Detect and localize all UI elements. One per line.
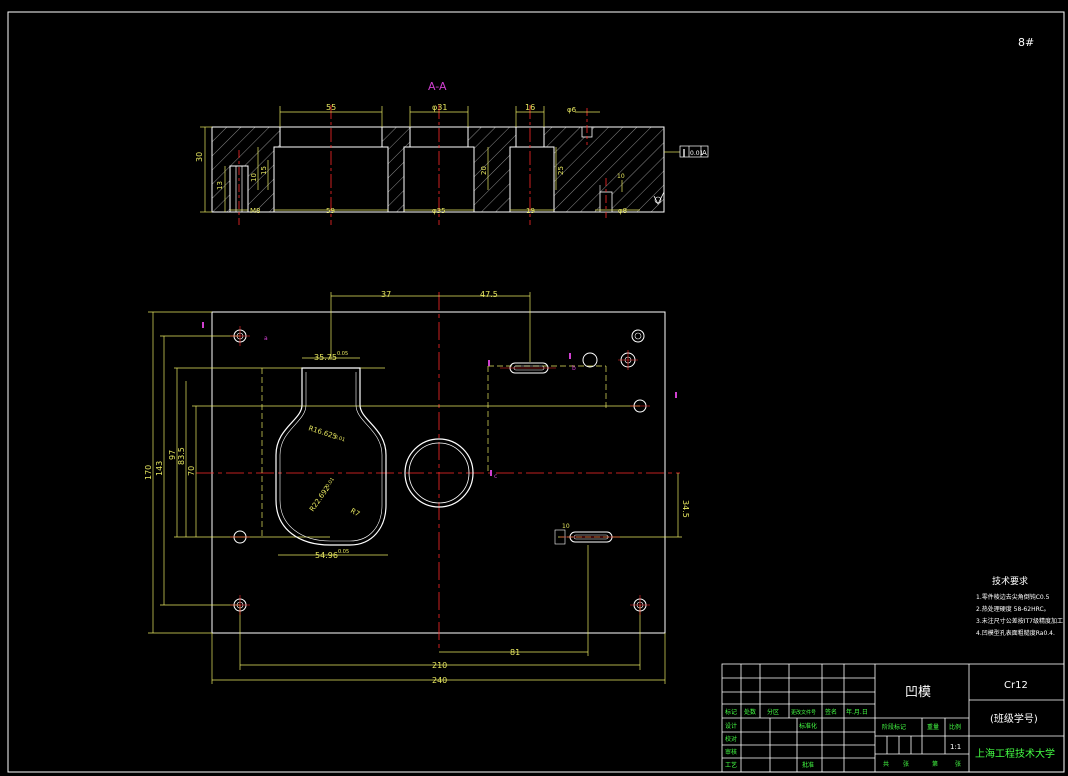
dim-left-97: 97 — [168, 450, 177, 460]
dim-bot-240: 240 — [432, 676, 447, 685]
plan-dims — [148, 292, 682, 684]
section-view: A-A — [195, 80, 709, 225]
dim-left-15: 15 — [260, 166, 268, 175]
dim-top-phi31: φ31 — [432, 103, 447, 112]
tech-req-item: 1.零件棱边去尖角倒钝C0.5 — [976, 593, 1050, 601]
rev-label: 分区 — [767, 708, 779, 716]
slot-16-bot — [509, 146, 555, 213]
rev-label: 处数 — [744, 708, 756, 716]
row-design: 设计 — [725, 722, 737, 730]
dim-top-16: 16 — [525, 103, 535, 112]
cut-label-a: a — [264, 335, 268, 342]
section-title: A-A — [428, 80, 447, 93]
part-name: 凹模 — [905, 685, 931, 700]
title-block — [721, 663, 1065, 773]
page-label: 第 — [932, 760, 938, 768]
dim-bot-59: 59 — [326, 207, 335, 215]
drawing-frame — [7, 11, 1065, 773]
school-name: 上海工程技术大学 — [975, 747, 1055, 760]
dim-left-83: 83.5 — [177, 447, 186, 465]
plan-view: a b c 37 47.5 35.75 0.05 R16.625 0.01 R2… — [144, 290, 690, 685]
weight-label: 重量 — [927, 723, 939, 731]
roughness-circle — [654, 196, 662, 204]
ratio-label: 比例 — [949, 723, 961, 731]
dim-plan-37: 37 — [381, 290, 391, 299]
dim-r16-tol: 0.01 — [333, 434, 345, 443]
dim-bot-19: 19 — [526, 207, 535, 215]
dim-r7: R7 — [349, 507, 361, 519]
die-cavity — [275, 367, 387, 546]
rev-label: 更改文件号 — [791, 709, 816, 716]
row-std: 标准化 — [799, 722, 817, 730]
rev-label: 年.月.日 — [846, 708, 868, 716]
tech-req-item: 3.未注尺寸公差按IT7级精度加工 — [976, 617, 1063, 625]
cut-label-c: c — [494, 473, 497, 480]
cut-label-b: b — [572, 365, 576, 372]
slot-bottom-mark — [554, 529, 566, 545]
dim-cavity-top: 35.75 — [314, 353, 337, 362]
dim-bot-phi35: φ35 — [432, 207, 446, 215]
dim-left-10: 10 — [250, 173, 258, 182]
stage-mark-label: 阶段标记 — [882, 723, 906, 731]
material: Cr12 — [1004, 680, 1028, 691]
scale-value: 1:1 — [950, 743, 961, 751]
total-label: 共 — [883, 760, 889, 768]
section-hatch — [212, 127, 664, 212]
fastener-holes — [233, 329, 647, 612]
dim-top-phi6: φ6 — [567, 106, 577, 114]
cut-markers — [202, 322, 677, 476]
corner-mark: 8# — [1018, 36, 1034, 49]
tolerance-symbol: ∥ — [682, 148, 686, 157]
dim-mid-25: 25 — [557, 166, 565, 175]
die-cavity-inner — [279, 372, 383, 542]
center-hole-outer — [404, 438, 474, 508]
sheet2-label: 张 — [955, 760, 961, 768]
tech-req-title: 技术要求 — [992, 575, 1028, 587]
hole-centermarks — [230, 326, 650, 615]
rev-label: 签名 — [825, 708, 837, 716]
dim-left-170: 170 — [144, 465, 153, 480]
dim-bot-phi8: φ8 — [618, 207, 627, 215]
row-process: 工艺 — [725, 761, 737, 769]
dim-right-34: 34.5 — [681, 500, 690, 518]
sheets-label: 张 — [903, 760, 909, 768]
tech-req-item: 2.热处理硬度 58-62HRC。 — [976, 605, 1050, 613]
dim-mid-10: 10 — [617, 173, 625, 180]
dim-left-143: 143 — [155, 461, 164, 476]
class-no: (班级学号) — [990, 712, 1038, 725]
dim-cavity-bottom-tol: 0.05 — [338, 549, 349, 555]
row-approve: 批准 — [802, 761, 814, 769]
section-dims — [200, 106, 680, 213]
dim-cavity-top-tol: 0.05 — [337, 351, 348, 357]
dim-r22-tol: 0.01 — [325, 477, 336, 490]
dim-bot-81: 81 — [510, 648, 520, 657]
dim-left-70: 70 — [187, 466, 196, 476]
row-check: 校对 — [725, 735, 737, 743]
dim-bot-m8: M8 — [250, 207, 261, 215]
dim-left-30: 30 — [195, 152, 204, 162]
tech-requirements: 技术要求 1.零件棱边去尖角倒钝C0.5 2.热处理硬度 58-62HRC。 3… — [976, 575, 1063, 637]
tolerance-datum: A — [702, 149, 707, 157]
dim-plan-47-5: 47.5 — [480, 290, 498, 299]
rev-label: 标记 — [725, 708, 737, 716]
dim-top-55: 55 — [326, 103, 336, 112]
dim-mid-20: 20 — [480, 166, 488, 175]
dim-slot-10: 10 — [562, 523, 570, 530]
plan-outline — [211, 311, 666, 634]
tech-req-item: 4.凹模型孔表面粗糙度Ra0.4. — [976, 629, 1055, 637]
dim-bot-210: 210 — [432, 661, 447, 670]
dim-cavity-bottom: 54.96 — [315, 551, 338, 560]
tolerance-value: 0.01 — [690, 150, 704, 157]
dim-left-13: 13 — [216, 181, 224, 190]
center-hole-inner — [408, 442, 470, 504]
row-review: 审核 — [725, 748, 737, 756]
tolerance-frame — [679, 145, 709, 158]
